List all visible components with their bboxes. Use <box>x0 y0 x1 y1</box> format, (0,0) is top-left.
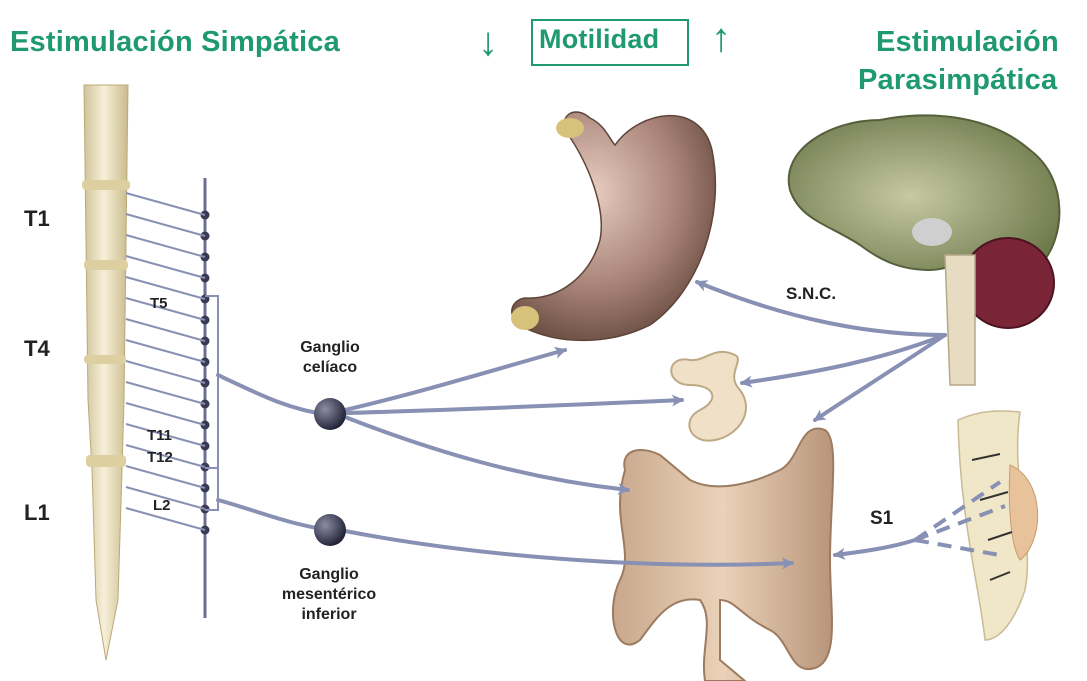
spinal-nerve-fiber <box>126 361 205 383</box>
segment-label-l2: L2 <box>153 497 171 514</box>
spinal-nerve-fiber <box>126 214 205 236</box>
inferior-mesenteric-ganglion <box>314 514 346 546</box>
cns-to-intestine-path <box>742 335 945 383</box>
celiac-label-line2: celíaco <box>268 358 392 378</box>
celiac-label-line1: Ganglio <box>268 338 392 358</box>
sympathetic-title: Estimulación Simpática <box>10 27 340 59</box>
inferior-label-line1: Ganglio <box>262 565 396 585</box>
spinal-nerve-fiber <box>126 235 205 257</box>
segment-label-s1: S1 <box>870 508 893 530</box>
segment-label-t5: T5 <box>150 295 168 312</box>
segment-label-t4: T4 <box>24 336 50 362</box>
spinal-nerve-fiber <box>126 256 205 278</box>
sacral-spine <box>958 411 1038 640</box>
arrow-down-icon: ↓ <box>478 22 498 62</box>
arrow-up-icon: ↑ <box>711 18 731 58</box>
celiac-ganglion <box>314 398 346 430</box>
spinal-nerve-fiber <box>126 340 205 362</box>
parasympathetic-title-line1: Estimulación <box>876 27 1059 59</box>
segment-label-l1: L1 <box>24 500 50 526</box>
spinal-nerve-fiber <box>126 403 205 425</box>
celiac-to-colon-path <box>345 417 628 490</box>
spinal-column <box>82 85 130 660</box>
spinal-nerve-fiber <box>126 466 205 488</box>
vertebra-band <box>84 355 126 364</box>
colon <box>613 428 833 681</box>
stomach <box>511 112 715 340</box>
motility-title: Motilidad <box>539 25 659 55</box>
parasympathetic-title-line2: Parasimpática <box>858 65 1057 97</box>
celiac-ganglion-label: Ganglio celíaco <box>268 338 392 378</box>
spinal-nerve-fiber <box>126 319 205 341</box>
vertebra-band <box>82 180 130 190</box>
segment-label-t1: T1 <box>24 206 50 232</box>
inferior-ganglion-label: Ganglio mesentérico inferior <box>262 565 396 625</box>
small-intestine <box>671 352 746 441</box>
spinal-nerve-fiber <box>126 382 205 404</box>
inferior-input-fiber <box>218 500 330 530</box>
vertebra-band <box>86 455 126 467</box>
brainstem <box>945 255 975 385</box>
vertebra-band <box>84 260 128 270</box>
inferior-label-line2: mesentérico <box>262 585 396 605</box>
cerebellum <box>962 238 1054 328</box>
celiac-input-fiber <box>218 375 330 415</box>
spinal-nerve-fiber <box>126 193 205 215</box>
sacral-to-colon-path <box>835 540 915 555</box>
cns-to-colon-path <box>815 335 945 420</box>
segment-label-t12: T12 <box>147 449 173 466</box>
inferior-label-line3: inferior <box>262 605 396 625</box>
segment-label-t11: T11 <box>147 427 172 444</box>
cns-label: S.N.C. <box>786 284 836 304</box>
sympathetic-chain <box>126 178 218 618</box>
celiac-to-intestine-path <box>345 400 682 413</box>
